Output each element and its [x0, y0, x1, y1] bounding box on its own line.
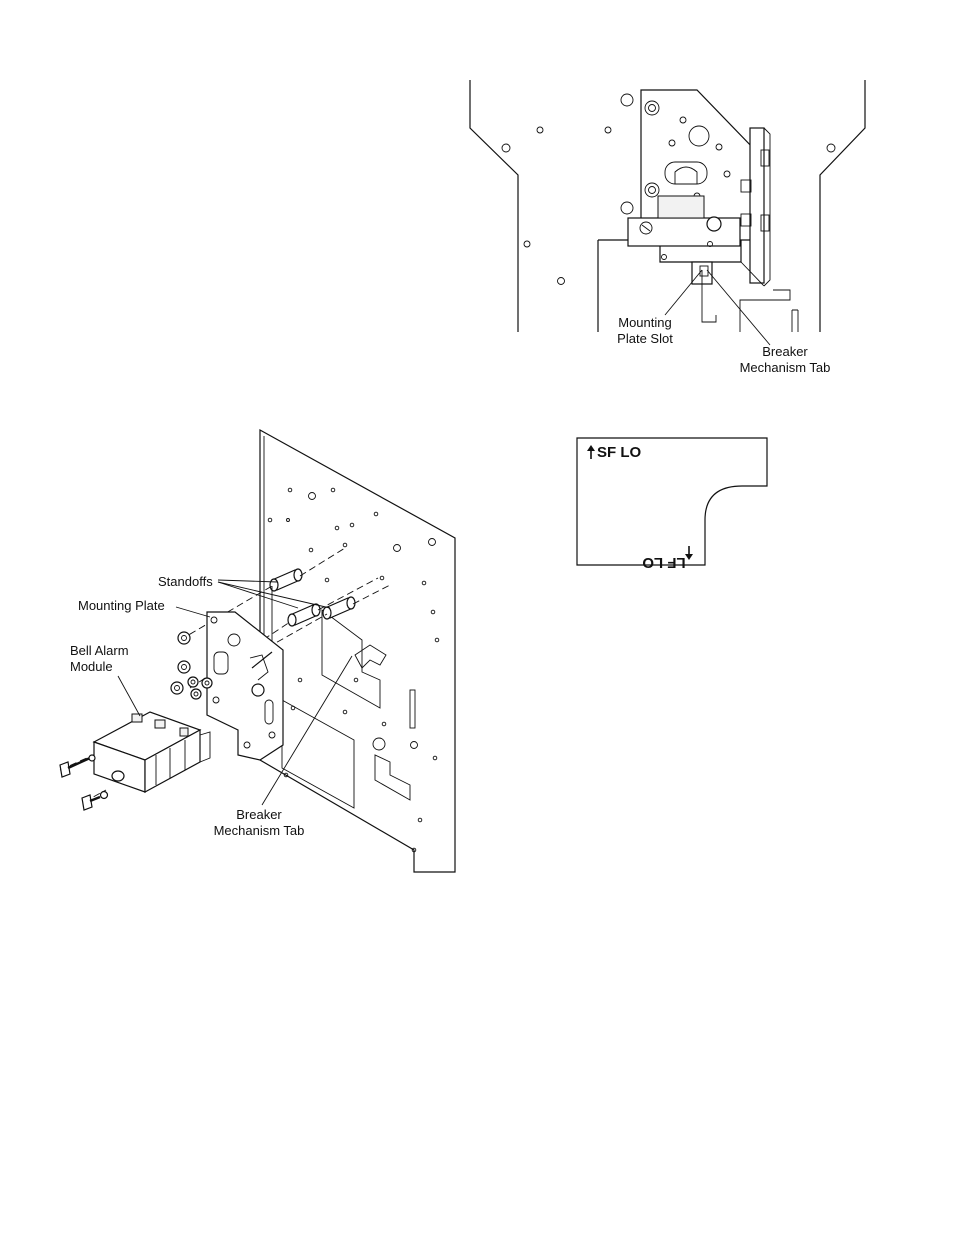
leader-module	[117, 675, 141, 717]
top-detail-figure: Mounting Plate Slot Breaker Mechanism Ta…	[469, 80, 866, 375]
standoff-2	[287, 603, 321, 627]
label-card-figure: SF LO LF LO	[576, 437, 768, 571]
nuts-and-washers	[170, 631, 213, 700]
label-mounting-plate-slot-1: Mounting	[618, 315, 671, 330]
arrow-up-icon	[587, 445, 595, 459]
label-card-outline	[576, 437, 768, 566]
frame-left-edge	[469, 80, 519, 332]
screw-2	[81, 790, 109, 811]
standoff-3	[322, 596, 356, 620]
arrow-down-icon	[685, 546, 693, 560]
leader-tab-exploded	[261, 655, 353, 806]
label-bell-alarm-2: Module	[70, 659, 113, 674]
bell-alarm-module	[92, 711, 211, 794]
label-breaker-tab-top-1: Breaker	[762, 344, 808, 359]
label-mounting-plate: Mounting Plate	[78, 598, 165, 613]
label-card-bottom-text: LF LO	[642, 554, 686, 571]
leader-slot	[664, 269, 703, 316]
exploded-mounting-plate	[206, 611, 284, 761]
label-breaker-tab-top-2: Mechanism Tab	[740, 360, 831, 375]
leader-standoff-1	[217, 579, 278, 583]
label-card-top-text: SF LO	[597, 444, 641, 461]
leader-standoff-2	[217, 581, 299, 609]
leader-standoff-3	[217, 581, 331, 609]
label-breaker-tab-exploded-1: Breaker	[236, 807, 282, 822]
leader-tab-top	[706, 269, 771, 346]
label-standoffs: Standoffs	[158, 574, 213, 589]
label-breaker-tab-exploded-2: Mechanism Tab	[214, 823, 305, 838]
frame-right-edge	[819, 80, 866, 332]
label-bell-alarm-1: Bell Alarm	[70, 643, 129, 658]
leader-mounting-plate	[175, 606, 211, 618]
exploded-view-figure: Standoffs Mounting Plate Bell Alarm Modu…	[59, 428, 456, 873]
breaker-back-plate	[259, 428, 456, 873]
screw-1	[59, 754, 96, 778]
label-mounting-plate-slot-2: Plate Slot	[617, 331, 673, 346]
